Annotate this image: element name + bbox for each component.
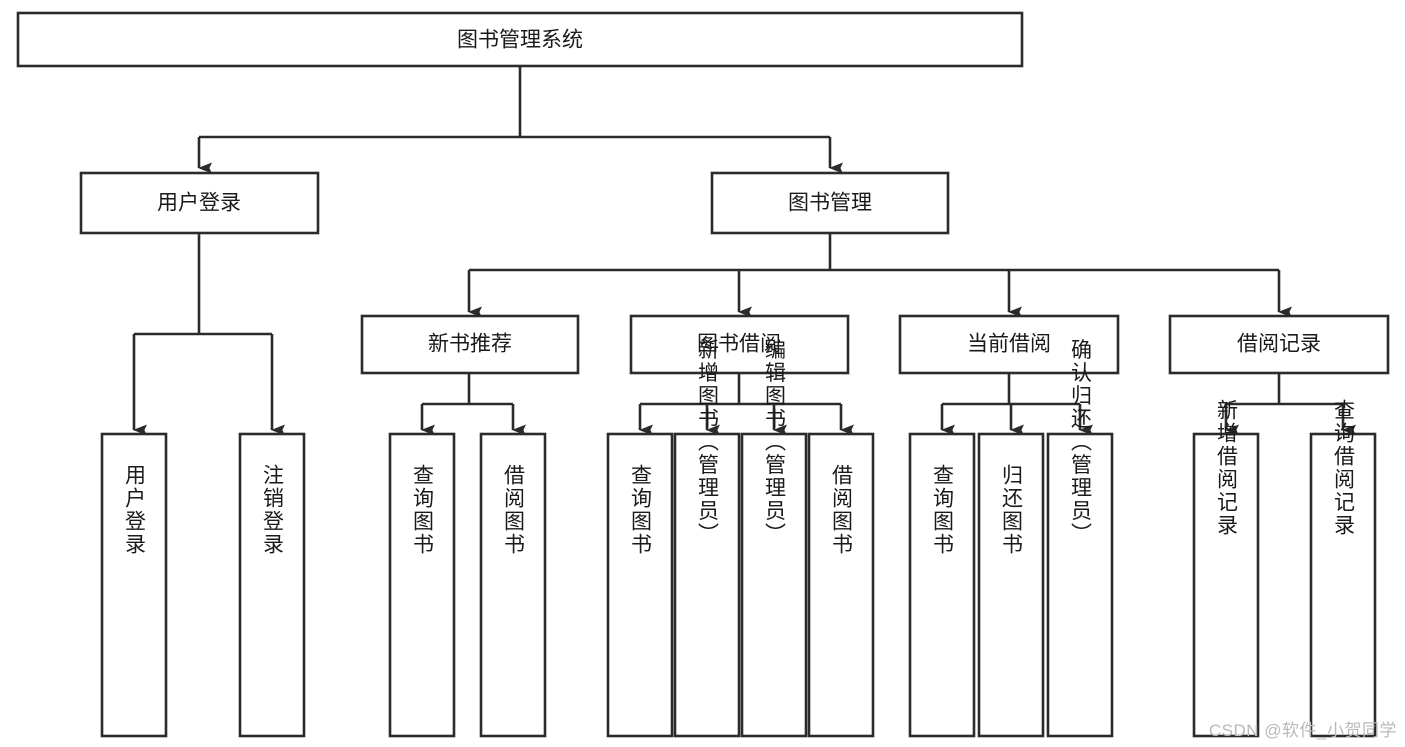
node-borrow-box[interactable]	[629, 314, 850, 375]
connectors-borrow-to-leaves	[638, 373, 854, 436]
node-leaf-9-box[interactable]	[908, 432, 976, 738]
node-current-label: 当前借阅	[967, 333, 1051, 356]
node-leaf-4[interactable]: 借阅图书	[479, 432, 547, 738]
node-leaf-13[interactable]: 查询借阅记录	[1309, 399, 1377, 738]
node-bookmgmt-label: 图书管理	[788, 192, 872, 215]
node-leaf-1[interactable]: 用户登录	[100, 432, 168, 738]
connectors-login-to-leaves	[132, 233, 285, 436]
node-leaf-13-label: 查询借阅记录	[1332, 399, 1356, 537]
node-record-label: 借阅记录	[1237, 333, 1321, 356]
node-borrow[interactable]: 图书借阅	[629, 314, 850, 375]
node-leaf-8-label: 借阅图书	[830, 464, 854, 556]
node-leaf-4-box[interactable]	[479, 432, 547, 738]
node-current[interactable]: 当前借阅	[898, 314, 1120, 375]
node-leaf-7-label: 编辑图书（管理员）	[763, 339, 787, 546]
node-bookmgmt[interactable]: 图书管理	[710, 171, 950, 235]
node-bookmgmt-box[interactable]	[710, 171, 950, 235]
node-login-label: 用户登录	[157, 192, 241, 215]
node-login-box[interactable]	[79, 171, 320, 235]
node-leaf-11-label: 确认归还（管理员）	[1069, 339, 1093, 546]
node-root-label: 图书管理系统	[457, 29, 583, 52]
node-leaf-5-box[interactable]	[606, 432, 674, 738]
node-leaf-1-label: 用户登录	[123, 464, 147, 556]
node-leaf-10-label: 归还图书	[1000, 464, 1024, 556]
node-leaf-13-box[interactable]	[1309, 432, 1377, 738]
node-newbook-label: 新书推荐	[428, 333, 512, 356]
node-current-box[interactable]	[898, 314, 1120, 375]
node-leaf-9-label: 查询图书	[931, 464, 955, 556]
node-leaf-6-label: 新增图书（管理员）	[696, 339, 720, 546]
node-leaf-12-label: 新增借阅记录	[1215, 399, 1239, 537]
connectors-current-to-leaves	[940, 373, 1093, 436]
node-leaf-7[interactable]: 编辑图书（管理员）	[740, 339, 808, 738]
node-record[interactable]: 借阅记录	[1168, 314, 1390, 375]
node-newbook-box[interactable]	[360, 314, 580, 375]
node-leaf-10[interactable]: 归还图书	[977, 432, 1045, 738]
node-newbook[interactable]: 新书推荐	[360, 314, 580, 375]
node-leaf-12[interactable]: 新增借阅记录	[1192, 399, 1260, 738]
node-leaf-6-box[interactable]	[673, 432, 741, 738]
node-leaf-2-label: 注销登录	[261, 464, 285, 556]
node-leaf-3-label: 查询图书	[411, 464, 435, 556]
node-login[interactable]: 用户登录	[79, 171, 320, 235]
node-borrow-label: 图书借阅	[697, 333, 781, 356]
node-leaf-4-label: 借阅图书	[502, 464, 526, 556]
node-leaf-12-box[interactable]	[1192, 432, 1260, 738]
connectors-record-to-leaves	[1224, 373, 1356, 436]
node-leaf-2-box[interactable]	[238, 432, 306, 738]
node-leaf-10-box[interactable]	[977, 432, 1045, 738]
node-leaf-8[interactable]: 借阅图书	[807, 432, 875, 738]
connectors-root-to-level2	[197, 66, 843, 174]
node-leaf-6[interactable]: 新增图书（管理员）	[673, 339, 741, 738]
node-leaf-9[interactable]: 查询图书	[908, 432, 976, 738]
node-leaf-8-box[interactable]	[807, 432, 875, 738]
node-root[interactable]: 图书管理系统	[16, 11, 1024, 68]
node-leaf-2[interactable]: 注销登录	[238, 432, 306, 738]
node-leaf-1-box[interactable]	[100, 432, 168, 738]
connectors-bookmgmt-to-level3	[467, 233, 1292, 318]
node-root-box[interactable]	[16, 11, 1024, 68]
node-leaf-5-label: 查询图书	[629, 464, 653, 556]
node-leaf-3-box[interactable]	[388, 432, 456, 738]
connectors-newbook-to-leaves	[420, 373, 526, 436]
node-leaf-11-box[interactable]	[1046, 432, 1114, 738]
node-leaf-11[interactable]: 确认归还（管理员）	[1046, 339, 1114, 738]
node-leaf-3[interactable]: 查询图书	[388, 432, 456, 738]
node-leaf-5[interactable]: 查询图书	[606, 432, 674, 738]
node-leaf-7-box[interactable]	[740, 432, 808, 738]
node-record-box[interactable]	[1168, 314, 1390, 375]
